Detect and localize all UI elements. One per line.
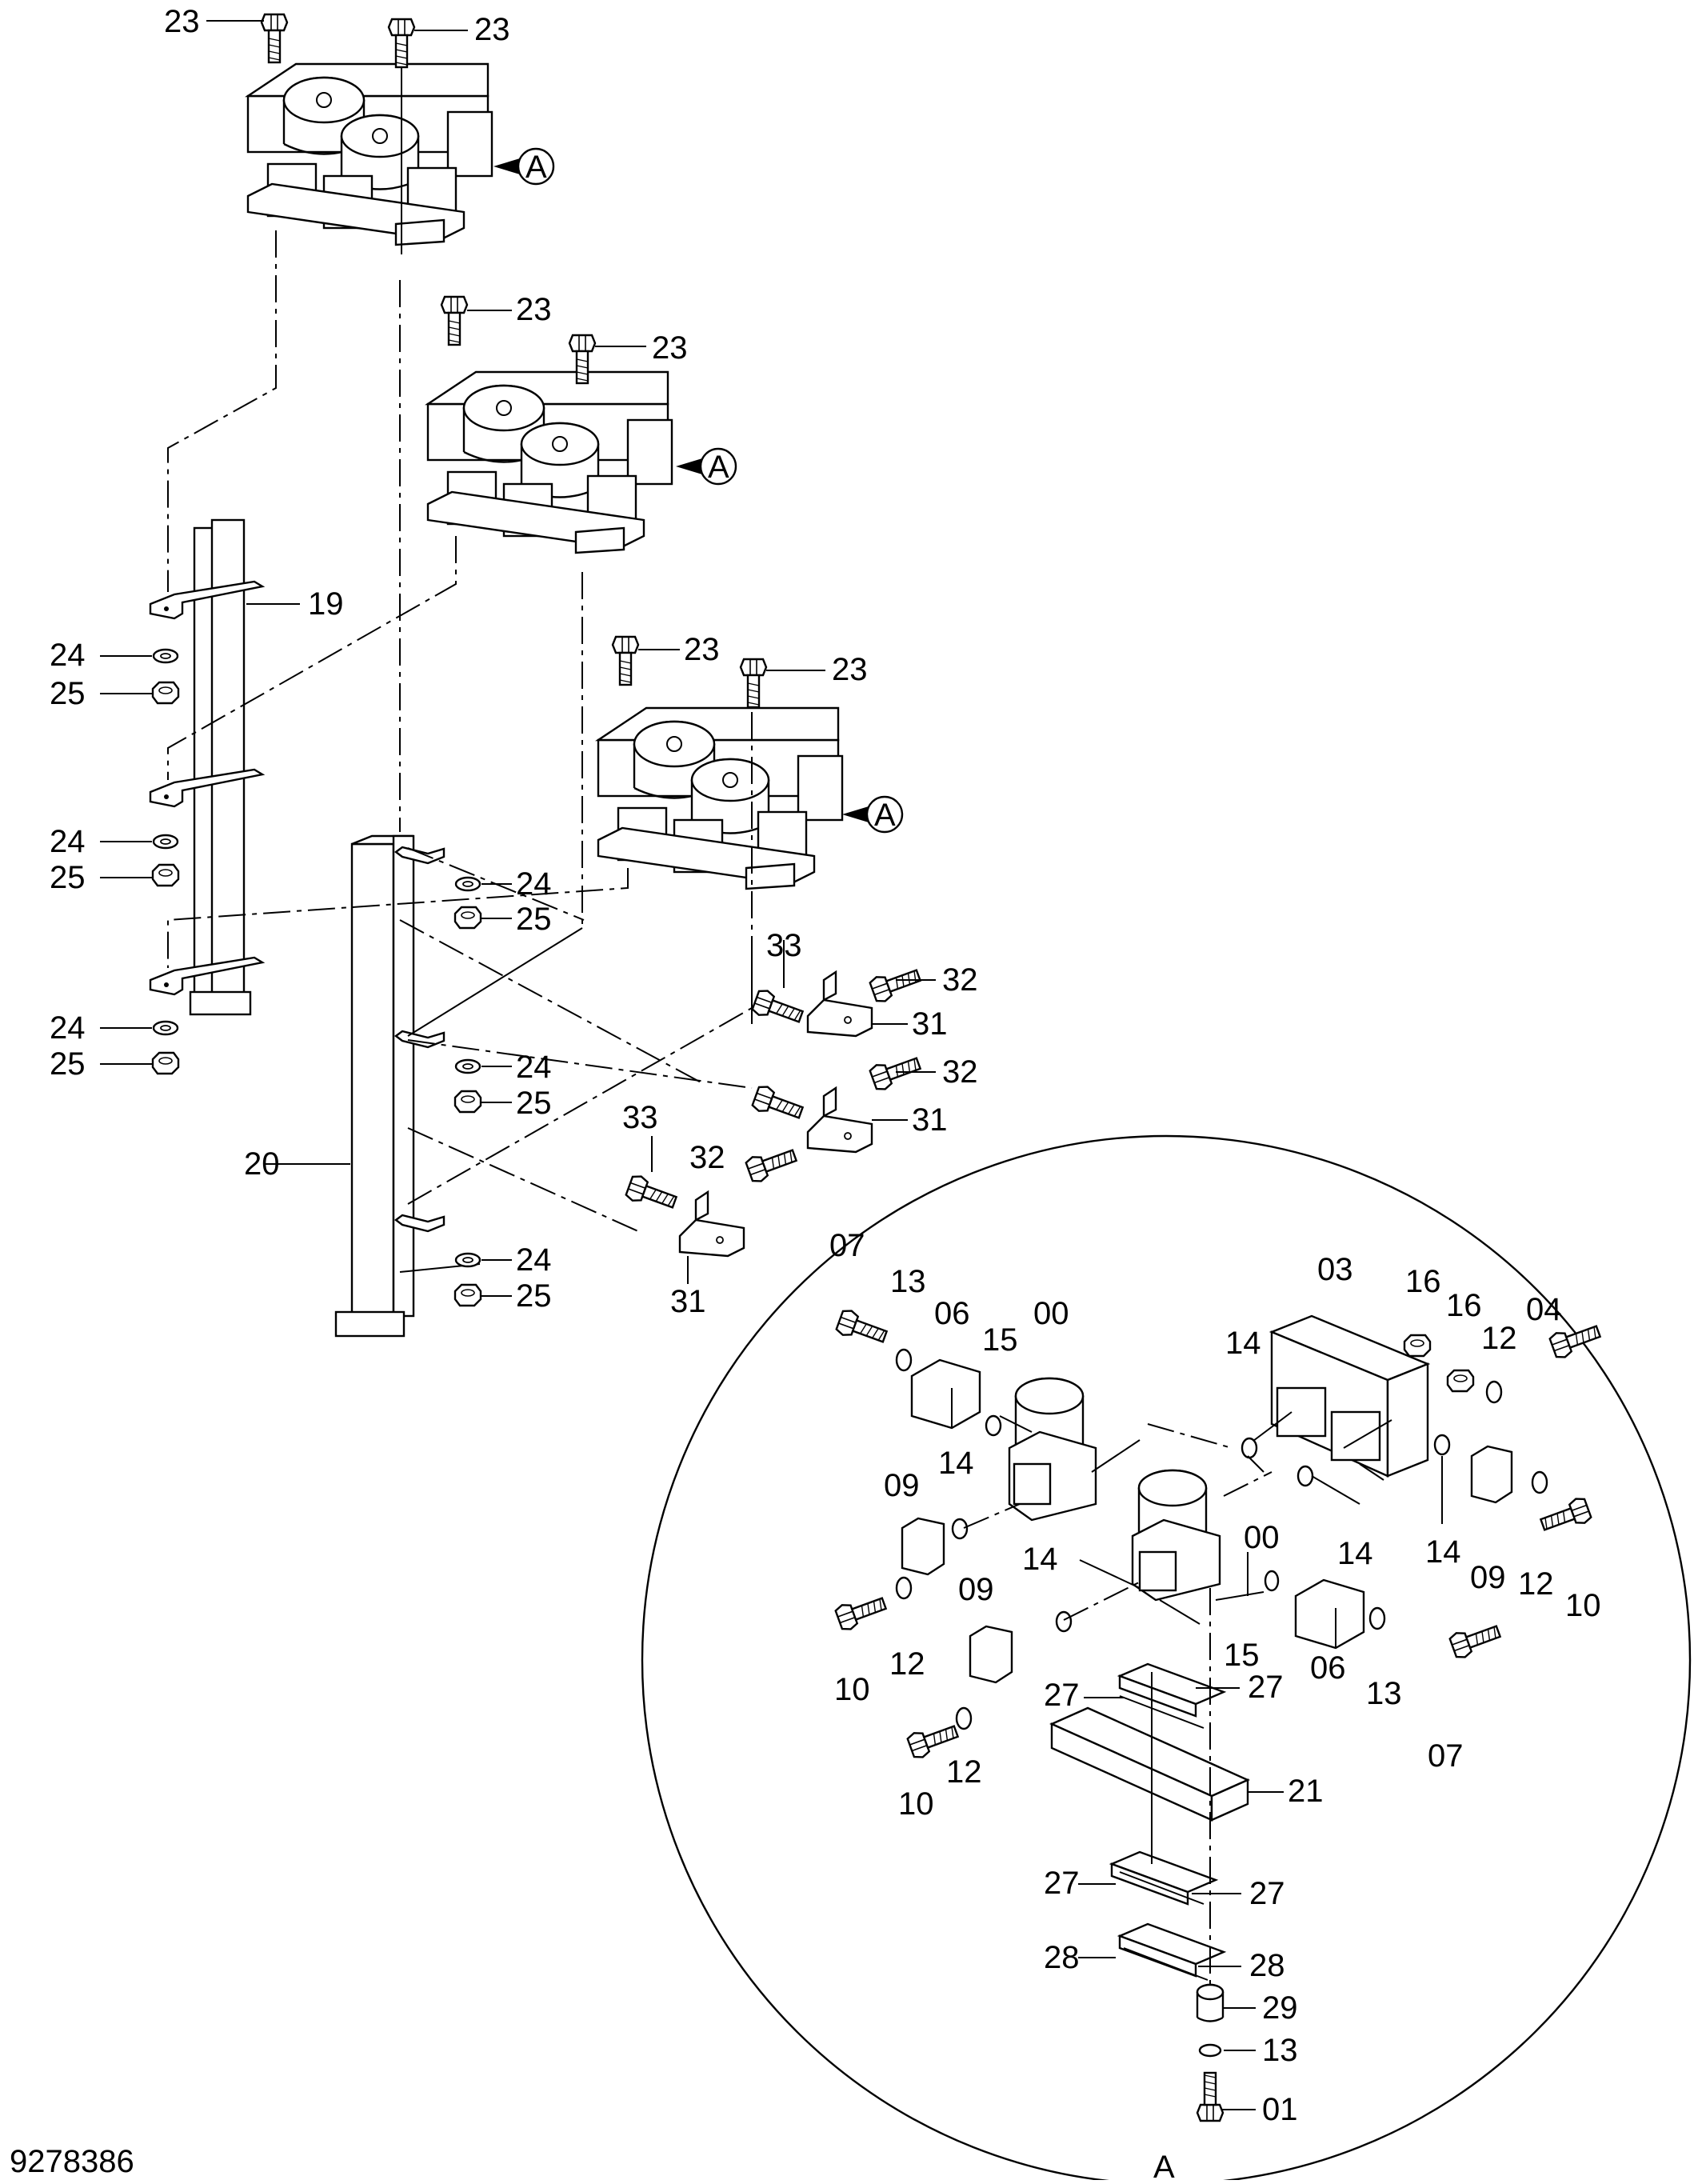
label-00: 00 (1244, 1520, 1280, 1555)
label-31: 31 (670, 1284, 706, 1319)
label-09: 09 (958, 1572, 994, 1607)
label-25: 25 (516, 1278, 552, 1314)
label-24: 24 (516, 866, 552, 902)
label-24: 24 (50, 638, 86, 673)
label-24: 24 (516, 1050, 552, 1085)
label-12: 12 (889, 1646, 925, 1682)
label-07: 07 (829, 1228, 865, 1263)
label-14: 14 (1225, 1326, 1261, 1361)
label-07: 07 (1428, 1738, 1464, 1774)
label-32: 32 (942, 1054, 978, 1090)
label-20: 20 (244, 1146, 280, 1182)
label-15: 15 (1224, 1638, 1260, 1673)
label-31: 31 (912, 1102, 948, 1138)
label-10: 10 (834, 1672, 870, 1707)
label-14: 14 (938, 1446, 974, 1481)
valve-assembly-3 (597, 706, 844, 890)
assembly-lines (167, 230, 753, 1273)
label-31: 31 (912, 1006, 948, 1042)
label-27: 27 (1044, 1678, 1080, 1713)
label-14: 14 (1425, 1534, 1461, 1570)
label-12: 12 (1481, 1321, 1517, 1356)
label-23: 23 (474, 12, 510, 47)
label-12: 12 (1518, 1566, 1554, 1602)
label-23: 23 (652, 330, 688, 366)
label-14: 14 (1022, 1542, 1058, 1577)
label-27: 27 (1248, 1670, 1284, 1705)
label-16: 16 (1446, 1288, 1482, 1323)
label-28: 28 (1249, 1948, 1285, 1983)
valve-assembly-2 (426, 370, 673, 554)
label-19: 19 (308, 586, 344, 622)
post-20 (264, 834, 445, 1338)
label-24: 24 (516, 1242, 552, 1278)
label-25: 25 (50, 1046, 86, 1082)
callout-letter: A (708, 450, 729, 485)
label-24: 24 (50, 1010, 86, 1046)
label-25: 25 (516, 902, 552, 937)
label-23: 23 (164, 4, 200, 39)
label-27: 27 (1249, 1876, 1285, 1911)
label-33: 33 (622, 1100, 658, 1135)
label-03: 03 (1317, 1252, 1353, 1287)
label-10: 10 (898, 1786, 934, 1822)
label-15: 15 (982, 1322, 1018, 1358)
part-number-labels: 23 23 23 23 23 23 19 24 25 24 25 24 25 2… (10, 4, 1601, 2184)
stand-19 (149, 518, 300, 1016)
detail-view-A (641, 1134, 1692, 2184)
nuts-25 (100, 681, 512, 1307)
label-24: 24 (50, 824, 86, 859)
view-label: A (1153, 2150, 1175, 2180)
label-25: 25 (50, 860, 86, 895)
bolts-23 (206, 13, 825, 709)
label-06: 06 (934, 1296, 970, 1331)
label-13: 13 (890, 1264, 926, 1299)
callout-arrows (493, 147, 904, 834)
label-06: 06 (1310, 1650, 1346, 1686)
label-28: 28 (1044, 1940, 1080, 1975)
washers-24 (100, 648, 512, 1268)
label-14: 14 (1337, 1536, 1373, 1571)
label-33: 33 (766, 928, 802, 963)
bolts-32-33 (624, 940, 936, 1215)
label-10: 10 (1565, 1588, 1601, 1623)
callout-letter: A (874, 798, 896, 833)
label-25: 25 (516, 1086, 552, 1121)
label-09: 09 (884, 1468, 920, 1503)
label-32: 32 (942, 962, 978, 998)
callout-letter: A (525, 150, 547, 185)
label-23: 23 (516, 292, 552, 327)
label-00: 00 (1033, 1296, 1069, 1331)
label-13: 13 (1366, 1676, 1402, 1711)
valve-assembly-1 (246, 62, 493, 246)
brackets-31 (678, 970, 908, 1284)
label-16: 16 (1405, 1264, 1441, 1299)
label-32: 32 (689, 1140, 725, 1175)
label-21: 21 (1288, 1774, 1324, 1809)
label-27: 27 (1044, 1866, 1080, 1901)
label-04: 04 (1526, 1292, 1562, 1327)
label-29: 29 (1262, 1990, 1298, 2026)
label-12: 12 (946, 1754, 982, 1790)
label-25: 25 (50, 676, 86, 711)
drawing-number: 9278386 (10, 2144, 134, 2179)
label-13: 13 (1262, 2033, 1298, 2068)
label-23: 23 (684, 632, 720, 667)
label-01: 01 (1262, 2092, 1298, 2127)
label-09: 09 (1470, 1560, 1506, 1595)
label-23: 23 (832, 652, 868, 687)
